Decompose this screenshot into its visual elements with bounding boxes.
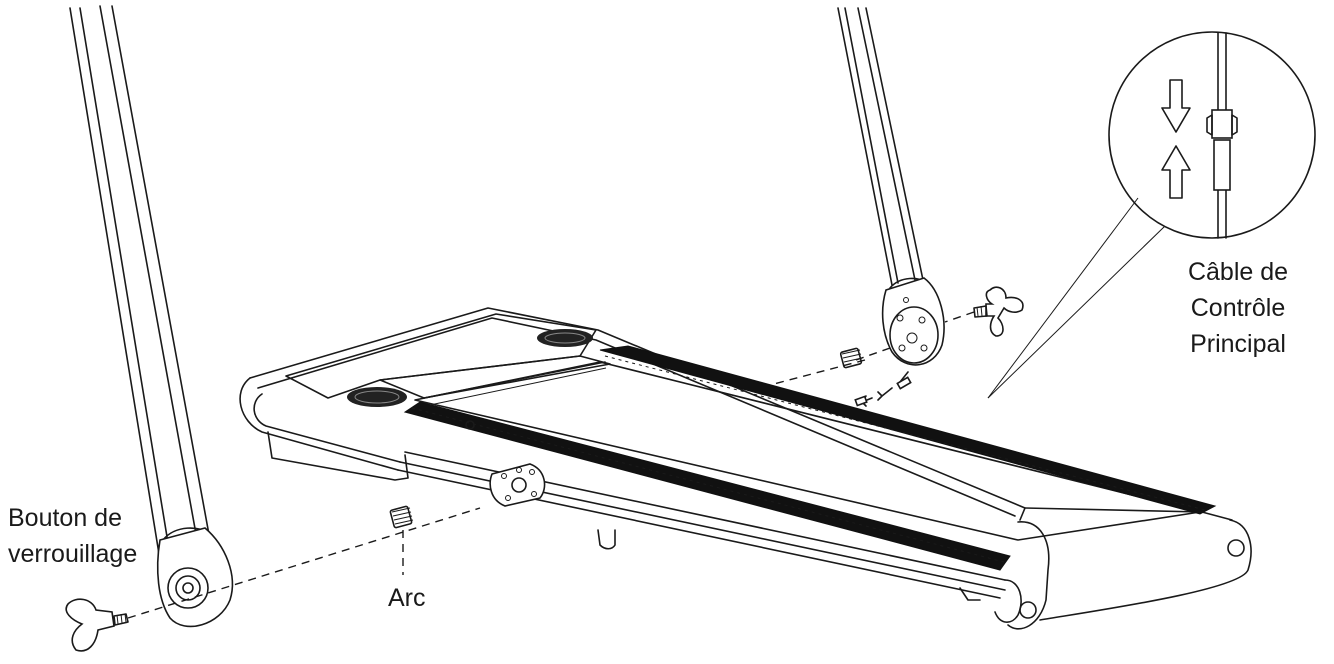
left-lock-knob bbox=[65, 598, 129, 652]
main-cable-label-line-3: Principal bbox=[1190, 330, 1286, 358]
lock-knob-label-line-1: Bouton de bbox=[8, 504, 122, 532]
spring-label-text: Arc bbox=[388, 584, 426, 612]
main-cable-label: Câble de Contrôle Principal bbox=[1178, 254, 1298, 362]
cable-detail-callout bbox=[987, 31, 1316, 399]
right-upright-pole bbox=[837, 7, 929, 289]
left-pole-bracket bbox=[156, 527, 234, 628]
spring-part bbox=[389, 505, 414, 575]
right-pole-bracket bbox=[881, 277, 945, 366]
left-upright-pole bbox=[69, 5, 213, 561]
spring-label: Arc bbox=[388, 580, 426, 616]
right-lock-knob bbox=[973, 286, 1024, 337]
lock-knob-label: Bouton de verrouillage bbox=[8, 500, 137, 572]
lock-knob-label-line-2: verrouillage bbox=[8, 540, 138, 568]
right-assembly-dash-line bbox=[944, 311, 975, 323]
main-cable-label-line-2: Contrôle bbox=[1190, 294, 1286, 322]
main-cable-label-line-1: Câble de bbox=[1187, 258, 1289, 286]
right-spring-part bbox=[839, 347, 863, 369]
left-assembly-dash-line bbox=[127, 507, 481, 619]
cable-connector bbox=[854, 371, 912, 407]
left-mount-plate bbox=[489, 463, 546, 507]
